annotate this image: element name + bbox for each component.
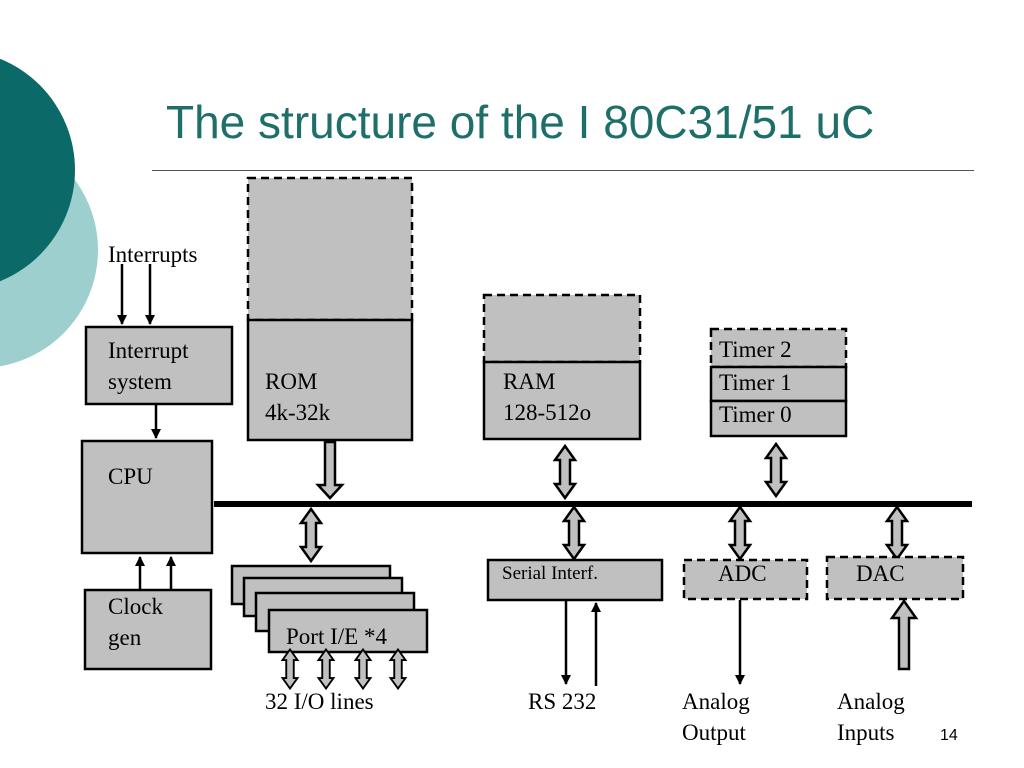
io-arrow-3 xyxy=(354,648,372,690)
cpu-label: CPU xyxy=(108,464,153,489)
timer-bus-arrow xyxy=(764,442,788,498)
serial-label: Serial Interf. xyxy=(502,563,599,584)
adc-label: ADC xyxy=(718,561,767,586)
ram-box xyxy=(482,360,642,441)
cpu-box xyxy=(80,439,214,555)
timer0-label: Timer 0 xyxy=(719,402,792,427)
interrupt-system-label: Interrupt system xyxy=(108,338,189,394)
analog-output-label: Analog Output xyxy=(682,689,750,745)
timer0-box xyxy=(709,399,848,438)
dac-label: DAC xyxy=(856,561,905,586)
analog-input-arrow xyxy=(889,598,919,671)
title-divider xyxy=(152,170,974,171)
port-bus-arrow xyxy=(299,507,323,563)
ram-bus-arrow xyxy=(553,444,577,500)
port-label: Port I/E *4 xyxy=(286,624,387,649)
analog-inputs-label: Analog Inputs xyxy=(837,689,905,745)
adc-box xyxy=(682,558,809,601)
adc-bus-arrow xyxy=(728,505,752,561)
clock-gen-box xyxy=(83,588,213,671)
ram-label: RAM 128-512o xyxy=(503,369,592,425)
dac-bus-arrow xyxy=(885,505,909,561)
clock-gen-label: Clock gen xyxy=(108,594,163,650)
io-arrow-1 xyxy=(281,648,299,690)
interrupt-system-box xyxy=(84,325,234,406)
rom-bus-arrow xyxy=(315,440,345,500)
page-number: 14 xyxy=(940,727,958,744)
slide-title: The structure of the I 80C31/51 uC xyxy=(166,96,875,148)
decor-circle-dark xyxy=(0,58,75,282)
dac-box xyxy=(825,555,965,601)
port-box xyxy=(267,608,429,654)
interrupts-label: Interrupts xyxy=(108,242,198,267)
rom-extension-box xyxy=(246,176,414,322)
timer1-box xyxy=(709,365,848,403)
rom-box xyxy=(246,318,414,442)
ram-extension-box xyxy=(482,293,642,364)
timer1-label: Timer 1 xyxy=(719,370,792,395)
rs232-label: RS 232 xyxy=(528,689,597,714)
rom-label: ROM 4k-32k xyxy=(265,369,331,425)
timer2-label: Timer 2 xyxy=(719,337,792,362)
io-lines-label: 32 I/O lines xyxy=(265,689,374,714)
io-arrow-2 xyxy=(317,648,335,690)
serial-box xyxy=(486,558,664,602)
timer2-box xyxy=(709,327,848,369)
io-arrow-4 xyxy=(389,648,407,690)
serial-bus-arrow xyxy=(562,505,586,561)
